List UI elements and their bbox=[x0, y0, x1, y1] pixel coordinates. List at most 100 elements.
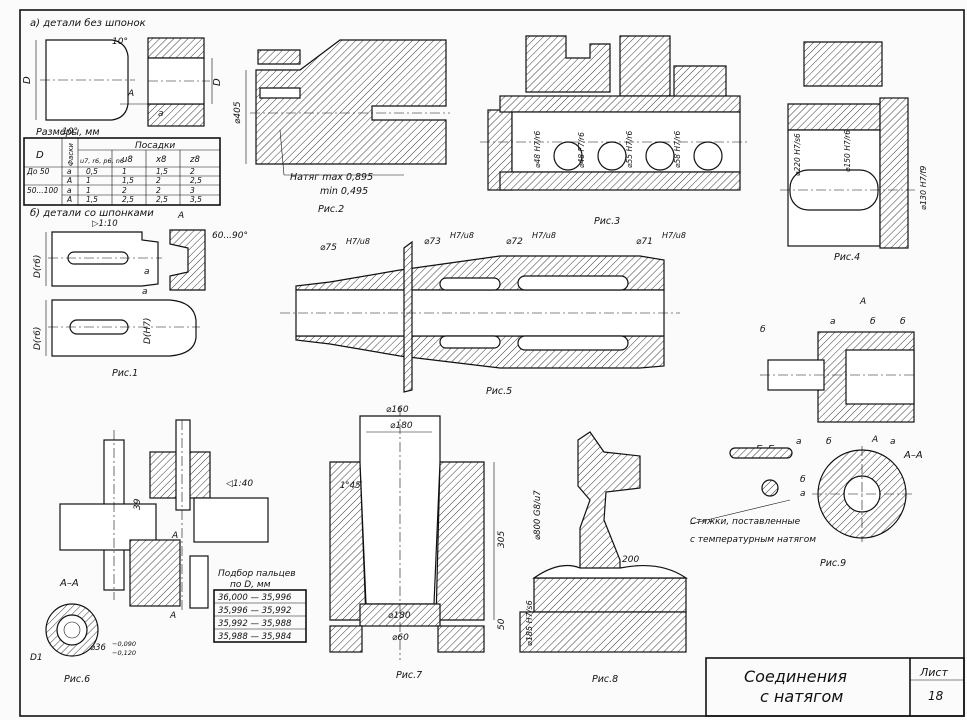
figure-7: ⌀160 ⌀180 1°45′ 305 ⌀180 50 ⌀60 Рис.7 bbox=[329, 405, 507, 681]
fig6-section: A–A bbox=[59, 578, 79, 589]
fig6-dim-A-bot: A bbox=[169, 611, 176, 621]
fig8-dim-200: 200 bbox=[622, 555, 639, 565]
fig1-table-title: Посадки bbox=[135, 141, 175, 151]
table-row-cell: 2 bbox=[190, 167, 195, 176]
figure-6: ◁1:40 39 A A A–A ⌀36 −0,090 −0,120 D1 По… bbox=[30, 419, 307, 685]
fig7-d160: ⌀160 bbox=[386, 405, 409, 415]
fig5-fit-f73: H7/u8 bbox=[450, 231, 474, 240]
fig2-interference-min: min 0,495 bbox=[320, 186, 368, 197]
fig7-dim-305: 305 bbox=[497, 531, 507, 548]
fig6-right-arm bbox=[193, 497, 269, 543]
fig5-dim-d73: ⌀73 bbox=[424, 237, 441, 247]
fig3-caption: Рис.3 bbox=[594, 216, 620, 227]
fig1-dim-A: A bbox=[127, 89, 134, 99]
fig1-dim-D-left: D bbox=[22, 76, 33, 84]
fig9-label-b5: б bbox=[826, 437, 832, 447]
table-row-D: 50...100 bbox=[27, 186, 58, 195]
fig1-taper: ▷1:10 bbox=[92, 219, 118, 229]
fig7-angle: 1°45′ bbox=[340, 481, 362, 491]
table-row-facet: a bbox=[67, 186, 72, 195]
fig9-label-a2: a bbox=[796, 437, 802, 447]
fig3-gear-1 bbox=[525, 35, 611, 93]
table-row-cell: 1 bbox=[86, 176, 91, 185]
fig9-label-a4: a bbox=[890, 437, 896, 447]
table-row-facet: a bbox=[67, 167, 72, 176]
fig1-dim-D-right: D bbox=[212, 78, 223, 86]
fig5-fit-f72: H7/u8 bbox=[532, 231, 556, 240]
fig1-col-u7: u7, r6, p6, n6 bbox=[80, 157, 124, 165]
figure-4: ⌀220 H7/s6⌀150 H7/r6⌀130 H7/f9 Рис.4 bbox=[780, 41, 928, 263]
fig1-sizes-label: Размеры, мм bbox=[36, 127, 100, 138]
fig7-d60: ⌀60 bbox=[392, 633, 409, 643]
fig6-dim-A-top: A bbox=[171, 531, 178, 541]
fig2-caption: Рис.2 bbox=[318, 204, 344, 215]
fig4-caption: Рис.4 bbox=[834, 252, 860, 263]
fig1-angle-bottom: 10° bbox=[62, 127, 78, 137]
fig5-dim-d71: ⌀71 bbox=[636, 237, 653, 247]
fig5-fit-f75: H7/u8 bbox=[346, 237, 370, 246]
fig3-fit-label: ⌀48 H7/r6 bbox=[533, 131, 542, 168]
fig1-dim-a3: a bbox=[142, 287, 148, 297]
fig1-dim-a: a bbox=[158, 109, 164, 119]
fig9-label-a3: a bbox=[800, 489, 806, 499]
fig6-dim-39: 39 bbox=[133, 498, 143, 510]
fig7-d180-bot: ⌀180 bbox=[388, 611, 411, 621]
figure-1: а) детали без шпонок D 10° 10° D A a Раз… bbox=[22, 17, 248, 379]
fig3-fit-label: ⌀48 F7/r6 bbox=[577, 132, 586, 168]
table-row-cell: 0,5 bbox=[86, 167, 98, 176]
fig2-interference-max: Натяг max 0,895 bbox=[290, 172, 373, 183]
fig4-gear-rim bbox=[803, 41, 883, 87]
fig1-col-D: D bbox=[36, 150, 44, 161]
fig9-label-a1: a bbox=[830, 317, 836, 327]
fig3-gear-2 bbox=[619, 35, 671, 97]
sheet-frame bbox=[19, 9, 965, 717]
table-row-facet: A bbox=[66, 195, 72, 204]
fig3-bearing-ball bbox=[645, 141, 675, 171]
fig1-caption: Рис.1 bbox=[112, 368, 138, 379]
table-row-facet: A bbox=[66, 176, 72, 185]
fig1-keyed-hub bbox=[169, 229, 206, 291]
fig9-label-b3: б bbox=[760, 325, 766, 335]
fig4-fit-150: ⌀150 H7/r6 bbox=[843, 130, 852, 172]
title-line-2: с натягом bbox=[760, 687, 843, 706]
figure-3: ⌀48 H7/r6⌀48 F7/r6⌀55 H7/r6⌀58 H7/r6 Рис… bbox=[480, 35, 748, 227]
fig1-col-facets: Фаски bbox=[67, 143, 75, 166]
table-row-cell: 2 bbox=[122, 186, 127, 195]
fig5-dim-d75: ⌀75 bbox=[320, 243, 337, 253]
fig7-dim-50: 50 bbox=[497, 618, 507, 630]
pins-table-row: 35,992 — 35,988 bbox=[218, 619, 292, 629]
fig6-pins-title-1: Подбор пальцев bbox=[218, 569, 296, 579]
fig5-caption: Рис.5 bbox=[486, 386, 512, 397]
fig6-dim-36: ⌀36 bbox=[90, 643, 107, 653]
fig3-bearing-ball bbox=[553, 141, 583, 171]
table-row-cell: 2 bbox=[156, 176, 161, 185]
table-row-cell: 1 bbox=[86, 186, 91, 195]
fig6-taper: ◁1:40 bbox=[226, 479, 253, 489]
table-row-cell: 3 bbox=[190, 186, 195, 195]
table-row-cell: 1 bbox=[122, 167, 127, 176]
fig9-note-1: Стяжки, поставленные bbox=[690, 517, 801, 527]
fig8-rail-section bbox=[577, 431, 641, 571]
pins-table-row: 35,996 — 35,992 bbox=[218, 606, 291, 616]
fig7-caption: Рис.7 bbox=[396, 670, 422, 681]
fig8-fit-800: ⌀800 G8/u7 bbox=[533, 490, 543, 540]
fig9-label-b4: б bbox=[800, 475, 806, 485]
table-row-cell: 2,5 bbox=[156, 195, 168, 204]
table-row-cell: 1,5 bbox=[156, 167, 168, 176]
fig9-bb-section bbox=[729, 447, 793, 459]
fig1-dim-Dr6-2: D(r6) bbox=[33, 327, 43, 350]
fig3-fit-label: ⌀55 H7/r6 bbox=[625, 131, 634, 168]
fig9-label-A2: A bbox=[871, 435, 878, 445]
fig6-caption: Рис.6 bbox=[64, 674, 90, 685]
fig7-d180-top: ⌀180 bbox=[390, 421, 413, 431]
fig5-fit-f71: H7/u8 bbox=[662, 231, 686, 240]
fig6-pins-title-2: по D, мм bbox=[230, 580, 271, 590]
fig1-hub-top bbox=[147, 37, 205, 59]
fig9-label-b2: б bbox=[900, 317, 906, 327]
fig1-dim-A2: A bbox=[177, 211, 184, 221]
fig1-col-x8: x8 bbox=[155, 155, 167, 165]
fig1-angle-top: 10° bbox=[112, 37, 128, 47]
title-line-1: Соединения bbox=[744, 667, 847, 686]
